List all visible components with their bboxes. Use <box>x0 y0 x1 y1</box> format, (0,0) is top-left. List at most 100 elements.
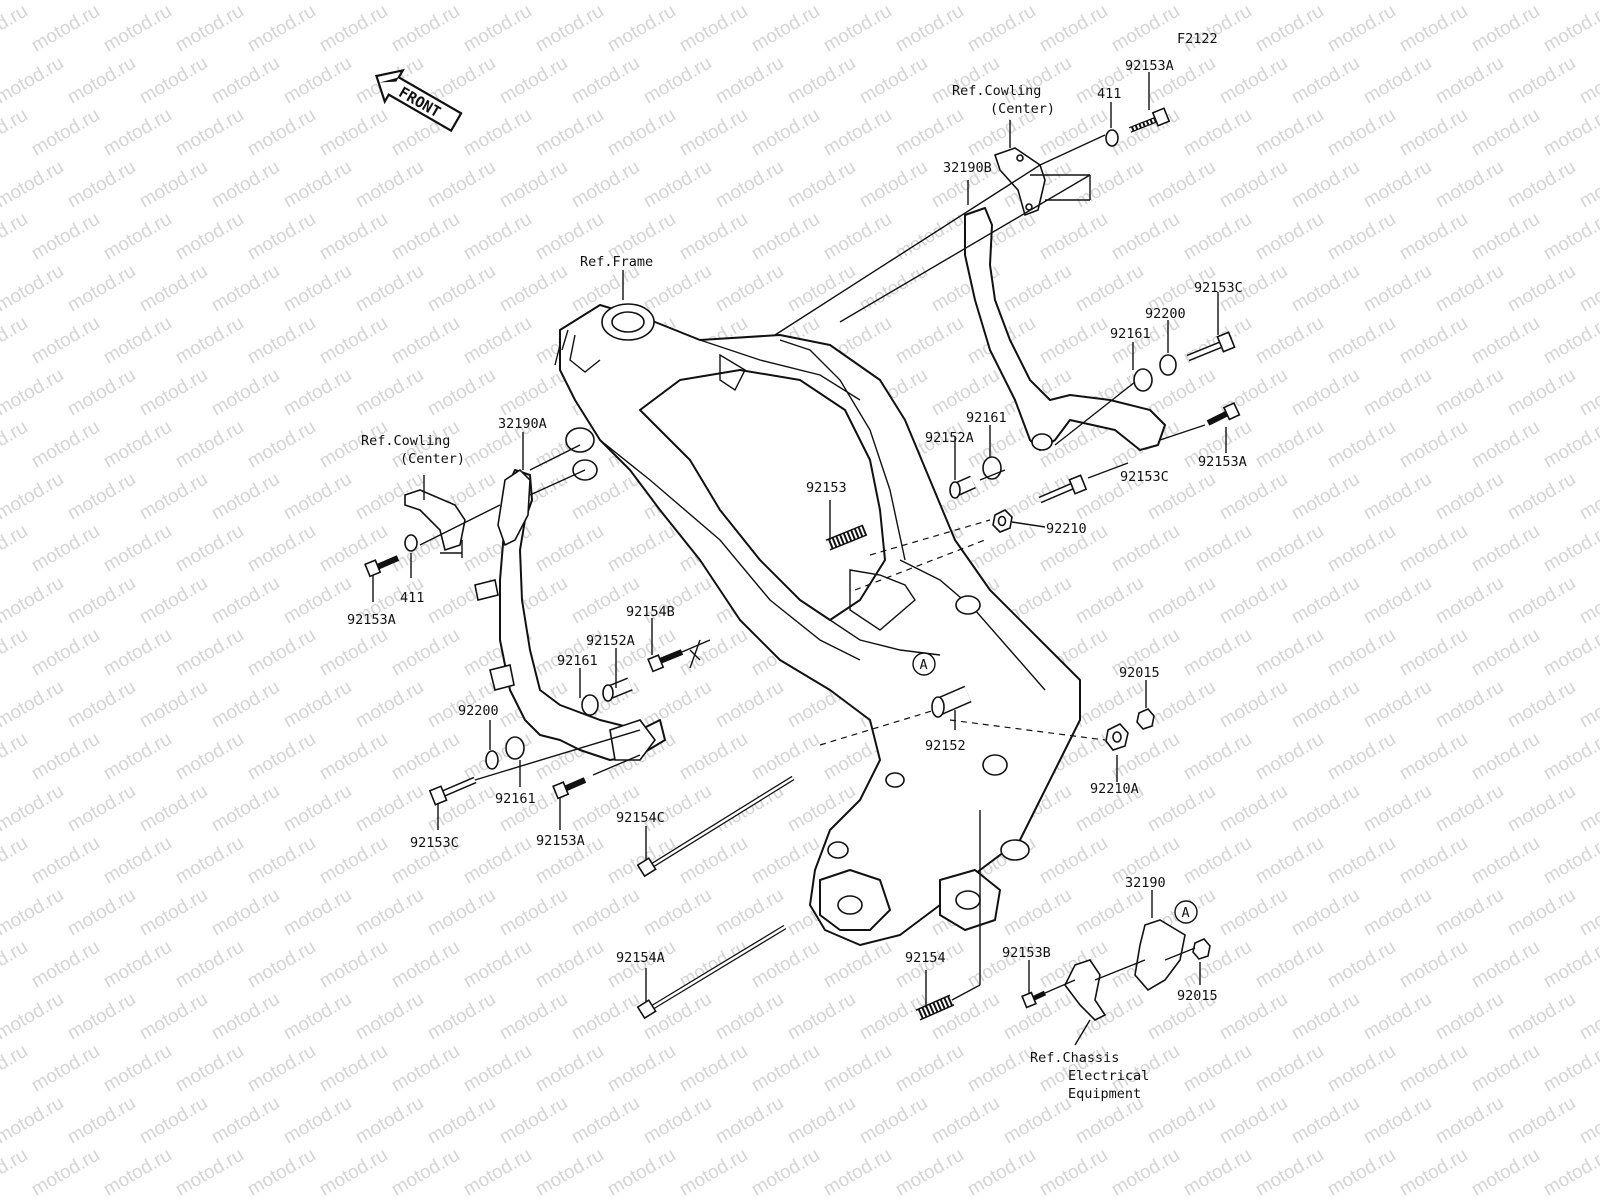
watermark-text: motod.ru <box>1072 0 1147 4</box>
watermark-text: motod.ru <box>928 53 1003 109</box>
watermark-text: motod.ru <box>1576 0 1600 4</box>
watermark-text: motod.ru <box>676 1 751 57</box>
watermark-text: motod.ru <box>352 885 427 941</box>
watermark-text: motod.ru <box>1108 521 1183 577</box>
label-92015-lower: 92015 <box>1177 988 1218 1004</box>
watermark-text: motod.ru <box>100 209 175 265</box>
marker-a-label: A <box>920 657 928 673</box>
watermark-text: motod.ru <box>388 1145 463 1200</box>
watermark-text: motod.ru <box>1324 1145 1399 1200</box>
watermark-text: motod.ru <box>352 157 427 213</box>
watermark-text: motod.ru <box>1036 833 1111 889</box>
bolt-92154B <box>647 649 684 673</box>
watermark-text: motod.ru <box>1576 365 1600 421</box>
watermark-text: motod.ru <box>1324 1 1399 57</box>
watermark-text: motod.ru <box>100 313 175 369</box>
watermark-text: motod.ru <box>0 157 67 213</box>
nut-92015-lower <box>1192 938 1211 960</box>
watermark-text: motod.ru <box>28 105 103 161</box>
watermark-text: motod.ru <box>28 417 103 473</box>
watermark-text: motod.ru <box>1324 209 1399 265</box>
watermark-text: motod.ru <box>892 313 967 369</box>
label-92153C-top: 92153C <box>1194 280 1243 296</box>
watermark-text: motod.ru <box>1036 313 1111 369</box>
watermark-text: motod.ru <box>0 1093 67 1149</box>
watermark-text: motod.ru <box>1288 573 1363 629</box>
marker-a-center: A <box>912 652 936 676</box>
watermark-text: motod.ru <box>208 781 283 837</box>
watermark-text: motod.ru <box>1288 157 1363 213</box>
watermark-text: motod.ru <box>1504 0 1579 4</box>
watermark-text: motod.ru <box>280 989 355 1045</box>
watermark-text: motod.ru <box>1540 1041 1600 1097</box>
watermark-text: motod.ru <box>424 261 499 317</box>
watermark-text: motod.ru <box>496 365 571 421</box>
main-frame <box>554 303 1081 946</box>
watermark-text: motod.ru <box>64 573 139 629</box>
bolt-92153B <box>1021 990 1047 1009</box>
watermark-text: motod.ru <box>1144 0 1219 4</box>
watermark-text: motod.ru <box>0 989 67 1045</box>
watermark-text: motod.ru <box>640 1093 715 1149</box>
watermark-text: motod.ru <box>1252 1145 1327 1200</box>
spacer-92152A-left <box>602 677 633 702</box>
watermark-text: motod.ru <box>1324 625 1399 681</box>
label-92200-right: 92200 <box>1145 306 1186 322</box>
watermark-text: motod.ru <box>64 157 139 213</box>
watermark-text: motod.ru <box>100 1145 175 1200</box>
watermark-text: motod.ru <box>28 521 103 577</box>
watermark-text: motod.ru <box>244 833 319 889</box>
watermark-text: motod.ru <box>1108 1145 1183 1200</box>
watermark-text: motod.ru <box>172 833 247 889</box>
watermark-text: motod.ru <box>100 937 175 993</box>
watermark-text: motod.ru <box>1432 157 1507 213</box>
watermark-text: motod.ru <box>352 781 427 837</box>
watermark-text: motod.ru <box>1180 521 1255 577</box>
watermark-text: motod.ru <box>1360 781 1435 837</box>
label-92154: 92154 <box>905 950 946 966</box>
watermark-text: motod.ru <box>0 469 67 525</box>
watermark-text: motod.ru <box>640 0 715 4</box>
watermark-text: motod.ru <box>1576 261 1600 317</box>
watermark-text: motod.ru <box>676 1145 751 1200</box>
watermark-text: motod.ru <box>0 105 31 161</box>
watermark-text: motod.ru <box>1324 417 1399 473</box>
watermark-text: motod.ru <box>676 729 751 785</box>
watermark-text: motod.ru <box>1072 157 1147 213</box>
watermark-text: motod.ru <box>1252 1041 1327 1097</box>
watermark-text: motod.ru <box>0 1041 31 1097</box>
watermark-text: motod.ru <box>316 729 391 785</box>
watermark-text: motod.ru <box>1180 209 1255 265</box>
watermark-text: motod.ru <box>1216 1093 1291 1149</box>
watermark-text: motod.ru <box>1576 677 1600 733</box>
watermark-text: motod.ru <box>1180 729 1255 785</box>
watermark-text: motod.ru <box>568 53 643 109</box>
label-ref-chassis: Ref.Chassis <box>1030 1050 1119 1066</box>
watermark-text: motod.ru <box>712 677 787 733</box>
watermark-text: motod.ru <box>1360 261 1435 317</box>
watermark-text: motod.ru <box>1576 573 1600 629</box>
watermark-text: motod.ru <box>1396 313 1471 369</box>
watermark-text: motod.ru <box>1288 1093 1363 1149</box>
watermark-text: motod.ru <box>1216 157 1291 213</box>
watermark-text: motod.ru <box>1468 833 1543 889</box>
watermark-text: motod.ru <box>1324 313 1399 369</box>
watermark-text: motod.ru <box>1468 1145 1543 1200</box>
watermark-text: motod.ru <box>388 937 463 993</box>
watermark-text: motod.ru <box>1468 417 1543 473</box>
watermark-text: motod.ru <box>1504 573 1579 629</box>
watermark-text: motod.ru <box>0 885 67 941</box>
watermark-text: motod.ru <box>568 781 643 837</box>
watermark-text: motod.ru <box>352 261 427 317</box>
watermark-text: motod.ru <box>0 0 67 4</box>
watermark-text: motod.ru <box>280 677 355 733</box>
label-92153C-left: 92153C <box>410 835 459 851</box>
watermark-text: motod.ru <box>820 1145 895 1200</box>
watermark-text: motod.ru <box>1288 261 1363 317</box>
watermark-text: motod.ru <box>1396 1145 1471 1200</box>
watermark-text: motod.ru <box>820 1 895 57</box>
watermark-text: motod.ru <box>784 1093 859 1149</box>
watermark-text: motod.ru <box>1396 729 1471 785</box>
label-92153C-center: 92153C <box>1120 469 1169 485</box>
